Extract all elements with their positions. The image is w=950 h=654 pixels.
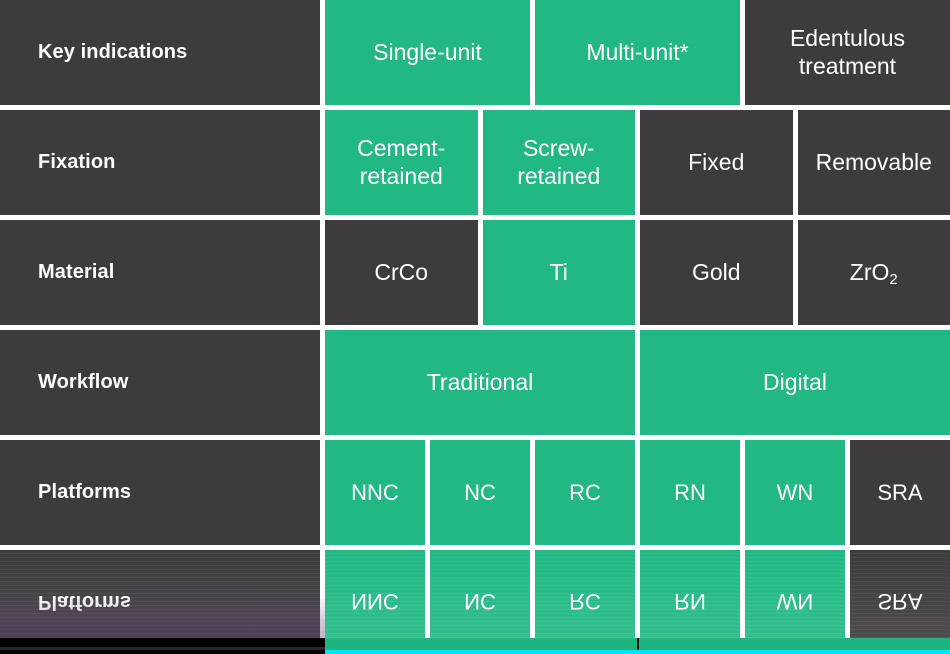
cell-fixed[interactable]: Fixed <box>640 110 793 215</box>
comparison-table: Key indications Single-unit Multi-unit* … <box>0 0 950 545</box>
cell-digital[interactable]: Digital <box>640 330 950 435</box>
cell-nc[interactable]: NC <box>430 440 530 545</box>
cell-single-unit[interactable]: Single-unit <box>325 0 530 105</box>
table-row-fixation: Fixation Cement-retained Screw-retained … <box>0 110 950 215</box>
table-row-material: Material CrCo Ti Gold ZrO2 <box>0 220 950 325</box>
cell-ti[interactable]: Ti <box>482 220 635 325</box>
cell-gold[interactable]: Gold <box>640 220 793 325</box>
bottom-tick-mark <box>637 638 639 650</box>
row-label-material: Material <box>0 220 320 325</box>
cell-multi-unit[interactable]: Multi-unit* <box>535 0 740 105</box>
cell-crco[interactable]: CrCo <box>325 220 478 325</box>
row-label-platforms: Platforms <box>0 440 320 545</box>
cell-nnc[interactable]: NNC <box>325 440 425 545</box>
cell-traditional[interactable]: Traditional <box>325 330 635 435</box>
cell-sra[interactable]: SRA <box>850 440 950 545</box>
cell-zro2[interactable]: ZrO2 <box>797 220 950 325</box>
row-label-key-indications: Key indications <box>0 0 320 105</box>
cell-wn[interactable]: WN <box>745 440 845 545</box>
bottom-accent-line <box>325 650 950 654</box>
table-row-platforms: Platforms NNC NC RC RN WN SRA <box>0 440 950 545</box>
table-row-key-indications: Key indications Single-unit Multi-unit* … <box>0 0 950 105</box>
cell-rn[interactable]: RN <box>640 440 740 545</box>
cell-zro2-text: ZrO2 <box>849 258 898 288</box>
table-row-workflow: Workflow Traditional Digital <box>0 330 950 435</box>
cell-rc[interactable]: RC <box>535 440 635 545</box>
cell-cement-retained[interactable]: Cement-retained <box>325 110 478 215</box>
row-label-fixation: Fixation <box>0 110 320 215</box>
row-label-workflow: Workflow <box>0 330 320 435</box>
cell-screw-retained[interactable]: Screw-retained <box>482 110 635 215</box>
cell-edentulous-treatment[interactable]: Edentulous treatment <box>745 0 950 105</box>
cell-removable[interactable]: Removable <box>797 110 950 215</box>
bottom-edge-dark-segment <box>0 638 325 654</box>
bottom-dark-line <box>0 647 325 650</box>
